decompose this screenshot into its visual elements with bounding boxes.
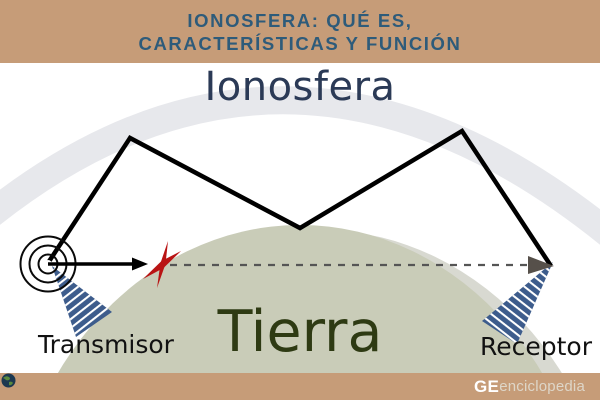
blocked-x-icon [143, 241, 181, 288]
brand-enciclopedia-text: enciclopedia [499, 378, 585, 395]
dashed-arrowhead-icon [528, 256, 554, 274]
line-of-sight-dashed [170, 256, 554, 274]
header-title-line1: IONOSFERA: QUÉ ES, [187, 9, 413, 31]
brand-ge-text: GE [474, 376, 500, 396]
ionosphere-title: Ionosfera [204, 64, 396, 110]
receiver-antenna-icon [482, 262, 553, 344]
brand-logo: GE enciclopedia [1, 373, 585, 397]
direct-wave-arrow [48, 257, 148, 271]
earth-label: Tierra [217, 299, 383, 365]
header-banner: IONOSFERA: QUÉ ES, CARACTERÍSTICAS Y FUN… [0, 0, 600, 63]
receiver-label: Receptor [480, 332, 592, 361]
ionosphere-band [0, 86, 600, 245]
header-title-line2: CARACTERÍSTICAS Y FUNCIÓN [138, 32, 462, 54]
globe-icon [1, 373, 16, 388]
transmitter-label: Transmisor [38, 330, 174, 359]
footer-banner: GE enciclopedia [0, 373, 600, 400]
earth [43, 225, 557, 400]
radio-wave-path [46, 127, 553, 268]
